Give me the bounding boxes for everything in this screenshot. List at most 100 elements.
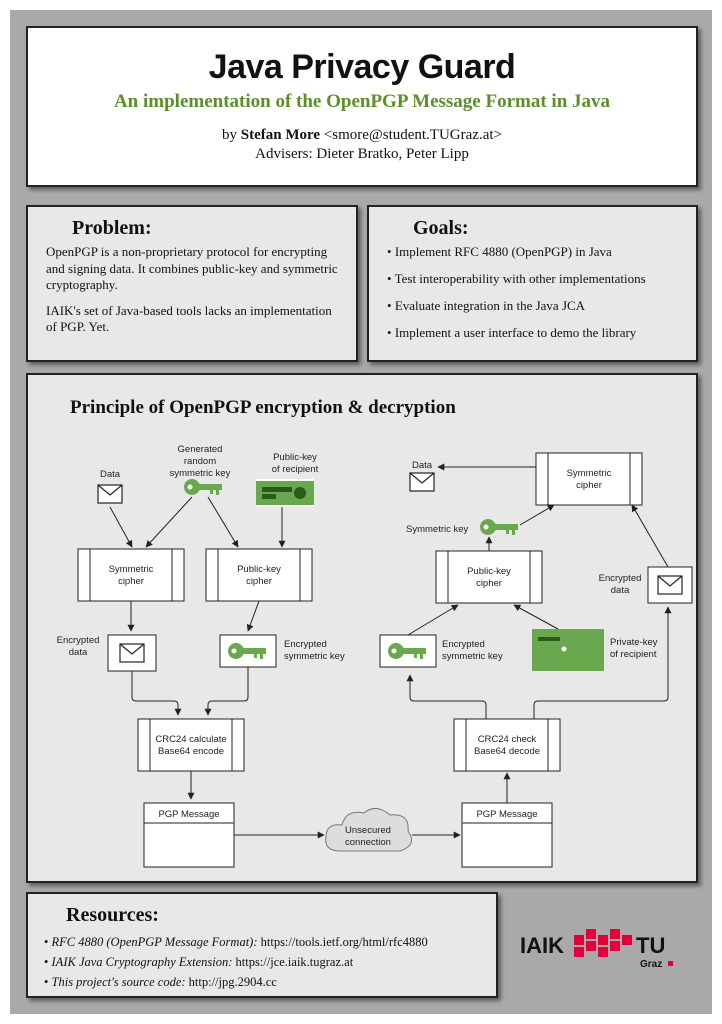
gen-key-label: Generated [178,444,223,455]
svg-text:CRC24 calculate: CRC24 calculate [155,734,226,745]
logo-iaik-text: IAIK [520,933,564,958]
flow-arrow [131,671,182,716]
pgp-message-box-enc: PGP Message [143,802,235,868]
svg-text:Base64 decode: Base64 decode [474,746,540,757]
pub-key-label: of recipient [272,464,319,475]
logo-tu-text: TU [636,933,665,958]
flow-arrow [204,667,249,716]
svg-text:cipher: cipher [476,578,502,589]
symmetric-cipher-box: Symmetric cipher [77,548,185,602]
symmetric-key-label: Symmetric key [406,524,469,535]
encrypted-key-icon [219,634,277,668]
symmetric-cipher-box-dec: Symmetric cipher [535,452,643,506]
by-prefix: by [222,127,237,143]
resource-link[interactable]: https://tools.ietf.org/html/rfc4880 [260,935,428,949]
svg-text:PGP Message: PGP Message [158,809,219,820]
problem-paragraph: OpenPGP is a non-proprietary protocol fo… [46,244,338,292]
flow-arrow [246,600,260,632]
public-key-cipher-box: Public-key cipher [205,548,313,602]
author-name: Stefan More [240,127,321,143]
diagram-panel: Data Generated random symmetric key Publ… [26,373,698,883]
diagram-heading: Principle of OpenPGP encryption & decryp… [70,397,456,418]
svg-text:Unsecured: Unsecured [345,825,391,836]
poster-background: Java Privacy Guard An implementation of … [10,10,712,1014]
goal-item: Implement a user interface to demo the l… [387,325,678,341]
encrypted-data-envelope-icon [107,634,157,672]
public-key-cipher-box-dec: Public-key cipher [435,550,543,604]
openpgp-diagram: Data Generated random symmetric key Publ… [57,444,693,868]
encrypted-data-label: data [69,647,88,658]
svg-text:CRC24 check: CRC24 check [478,734,537,745]
resource-link[interactable]: http://jpg.2904.cc [188,975,277,989]
flow-arrow [519,504,555,526]
pub-key-label: Public-key [273,452,317,463]
encrypted-data-label: Encrypted [599,573,642,584]
encrypted-data-envelope-icon-dec [647,566,693,604]
flow-arrow [207,496,239,548]
svg-text:cipher: cipher [246,576,272,587]
encrypted-key-label: symmetric key [442,651,503,662]
svg-text:cipher: cipher [576,480,602,491]
public-key-icon [256,479,314,507]
author-email[interactable]: <smore@student.TUGraz.at> [323,127,502,143]
advisers: Advisers: Dieter Bratko, Peter Lipp [255,146,469,162]
flow-arrow [533,606,672,719]
gen-key-label: symmetric key [170,468,231,479]
crc24-decode-box: CRC24 check Base64 decode [453,718,561,772]
resource-item: This project's source code: http://jpg.2… [44,975,480,990]
private-key-label: of recipient [610,649,657,660]
goal-item: Implement RFC 4880 (OpenPGP) in Java [387,244,678,260]
goals-panel: Goals: Implement RFC 4880 (OpenPGP) in J… [367,205,698,362]
svg-text:Symmetric: Symmetric [109,564,154,575]
resource-label: IAIK Java Cryptography Extension: [51,955,233,969]
goal-item: Test interoperability with other impleme… [387,271,678,287]
logo-dot [668,961,673,966]
resource-link[interactable]: https://jce.iaik.tugraz.at [235,955,354,969]
svg-text:cipher: cipher [118,576,144,587]
svg-text:Public-key: Public-key [467,566,511,577]
flow-arrow [513,604,559,630]
pgp-message-box-dec: PGP Message [461,802,553,868]
svg-text:Symmetric: Symmetric [567,468,612,479]
poster-title: Java Privacy Guard [208,48,516,86]
cloud-icon: Unsecured connection [325,808,413,852]
svg-text:connection: connection [345,837,391,848]
encrypted-data-label: Encrypted [57,635,100,646]
resources-panel: Resources: RFC 4880 (OpenPGP Message For… [26,892,498,998]
flow-arrow [145,496,193,548]
encrypted-data-label: data [611,585,630,596]
resource-item: RFC 4880 (OpenPGP Message Format): https… [44,935,480,950]
flow-arrow [407,604,459,636]
logo-tu-squares [574,929,632,957]
crc24-encode-box: CRC24 calculate Base64 encode [137,718,245,772]
problem-paragraph: IAIK's set of Java-based tools lacks an … [46,302,332,335]
encrypted-key-icon-dec [379,634,437,668]
encrypted-key-label: symmetric key [284,651,345,662]
svg-text:Data: Data [100,469,121,480]
svg-text:PGP Message: PGP Message [476,809,537,820]
key-icon [184,479,222,495]
resources-heading: Resources: [66,904,159,926]
flow-arrow [109,506,133,548]
byline: by Stefan More <smore@student.TUGraz.at> [28,127,696,144]
title-panel: Java Privacy Guard An implementation of … [26,26,698,187]
resources-list: RFC 4880 (OpenPGP Message Format): https… [44,935,480,990]
resource-label: This project's source code: [51,975,186,989]
svg-text:Base64 encode: Base64 encode [158,746,224,757]
gen-key-label: random [184,456,216,467]
envelope-icon-dec [409,472,435,492]
data-label-enc: Data [100,469,121,480]
iaik-tugraz-logo: IAIK TU Graz [520,929,673,970]
goal-item: Evaluate integration in the Java JCA [387,298,678,314]
envelope-icon [97,484,123,504]
encrypted-key-label: Encrypted [284,639,327,650]
data-label-dec: Data [412,460,433,471]
problem-panel: Problem: OpenPGP is a non-proprietary pr… [26,205,358,362]
logo-graz-text: Graz [640,959,662,970]
resource-item: IAIK Java Cryptography Extension: https:… [44,955,480,970]
resource-label: RFC 4880 (OpenPGP Message Format): [51,935,258,949]
private-key-icon [532,629,604,671]
private-key-label: Private-key [610,637,658,648]
svg-text:Public-key: Public-key [237,564,281,575]
flow-arrow [406,674,487,719]
